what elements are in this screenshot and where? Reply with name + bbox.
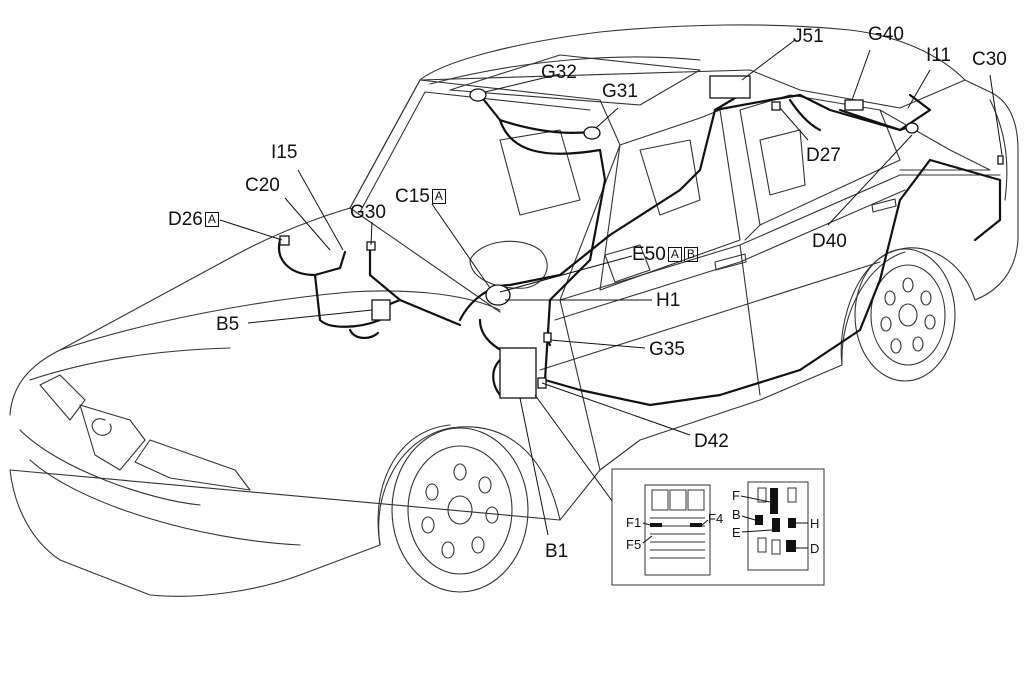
label-c20: C20 <box>245 175 280 196</box>
label-d42: D42 <box>694 431 729 452</box>
label-e50-text: E50 <box>632 244 666 265</box>
label-i11: I11 <box>926 45 952 66</box>
label-g30: G30 <box>350 202 386 223</box>
label-g40: G40 <box>868 24 904 45</box>
label-i15: I15 <box>271 142 298 163</box>
inset-label-b: B <box>732 507 741 522</box>
label-b5: B5 <box>216 314 240 335</box>
label-j51: J51 <box>793 26 824 47</box>
inset-label-f4: F4 <box>708 511 724 526</box>
label-d26-text: D26 <box>168 209 203 230</box>
inset-label-d: D <box>810 541 820 556</box>
inset-label-h: H <box>810 516 820 531</box>
label-d26-box: A <box>204 212 219 227</box>
label-c15-text: C15 <box>395 186 430 207</box>
inset-label-f: F <box>732 488 740 503</box>
label-d40: D40 <box>812 231 847 252</box>
label-d27: D27 <box>806 145 841 166</box>
label-g31: G31 <box>602 81 638 102</box>
leader-lines <box>219 39 1003 536</box>
fuse-box-inset <box>611 468 825 586</box>
rear-wheel <box>854 248 956 382</box>
label-b1: B1 <box>545 541 569 562</box>
label-c15-box: A <box>431 189 446 204</box>
label-e50-box-b: B <box>683 247 698 262</box>
components <box>279 75 1004 399</box>
inset-label-e: E <box>732 525 741 540</box>
label-g32: G32 <box>541 62 577 83</box>
label-e50-box-a: A <box>667 247 682 262</box>
inset-label-f5: F5 <box>626 537 642 552</box>
label-c30: C30 <box>972 49 1007 70</box>
label-g35: G35 <box>649 339 685 360</box>
front-wheel <box>391 427 529 593</box>
label-h1: H1 <box>656 290 681 311</box>
car-body-outline <box>9 24 1019 597</box>
inset-label-f1: F1 <box>626 515 642 530</box>
